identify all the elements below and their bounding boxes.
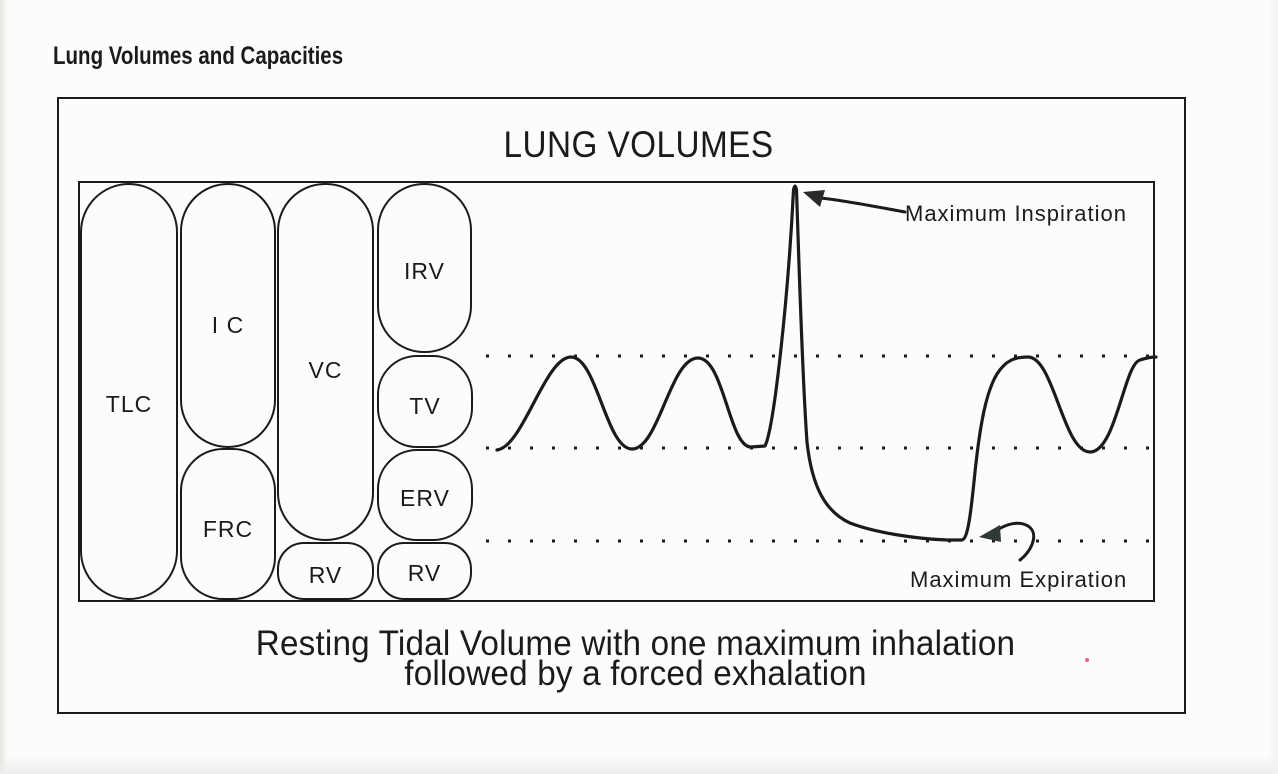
figure-title: LUNG VOLUMES: [503, 124, 774, 165]
volume-block-label: RV: [407, 559, 442, 586]
volume-block-erv: ERV: [377, 449, 473, 541]
volume-block-label: TV: [409, 393, 441, 419]
scan-edge-right: [1268, 0, 1278, 774]
figure-caption: Resting Tidal Volume with one maximum in…: [100, 624, 1171, 693]
figure-frame: [57, 97, 1186, 714]
volume-block-vc: VC: [277, 183, 374, 541]
volume-block-rv-under-vc: RV: [277, 542, 374, 600]
volume-block-tv: TV: [377, 355, 473, 448]
page-title: Lung Volumes and Capacities: [53, 42, 344, 70]
scan-edge-left: [0, 0, 7, 774]
volume-block-label: ERV: [400, 484, 450, 511]
annotation-max-inspiration: Maximum Inspiration: [905, 201, 1127, 226]
volume-block-label: FRC: [202, 515, 254, 542]
volume-block-tlc: TLC: [80, 183, 178, 600]
volume-block-ic: I C: [180, 183, 276, 448]
annotation-max-expiration: Maximum Expiration: [910, 567, 1128, 592]
scan-edge-bottom: [0, 756, 1278, 774]
volume-block-frc: FRC: [180, 448, 276, 600]
volume-block-label: I C: [211, 312, 245, 338]
volume-block-label: IRV: [404, 257, 445, 284]
scan-artifact-dot: [1085, 658, 1089, 662]
volume-block-rv: RV: [377, 542, 472, 600]
volume-block-irv: IRV: [377, 183, 472, 353]
volume-block-label: RV: [308, 561, 343, 588]
volume-block-label: VC: [308, 356, 343, 383]
figure-caption-line1: Resting Tidal Volume with one maximum in…: [255, 624, 1016, 663]
volume-block-label: TLC: [105, 391, 153, 417]
figure-caption-line2: followed by a forced exhalation: [404, 654, 867, 693]
